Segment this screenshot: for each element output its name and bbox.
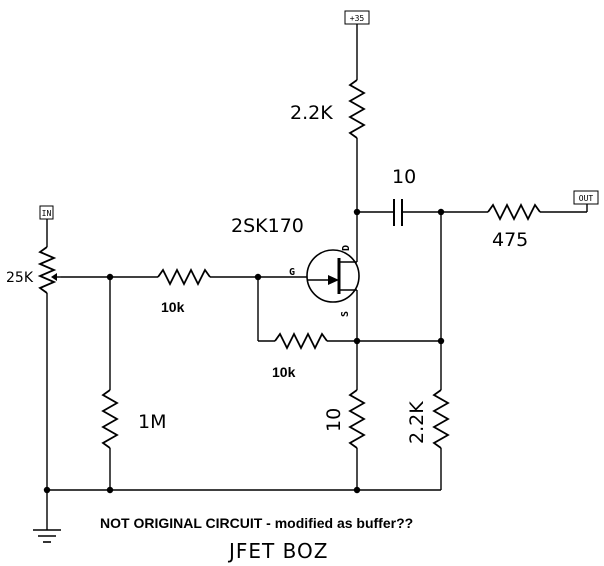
drain-resistor (348, 79, 366, 139)
output-resistor (487, 202, 541, 222)
gate-pin-label: G (289, 267, 295, 278)
feedback-resistor-label: 10k (272, 364, 296, 380)
jfet-label: 2SK170 (231, 215, 304, 237)
wiper-arrow-icon (51, 273, 57, 281)
bias-resistor (101, 389, 119, 449)
drain-resistor-label: 2.2K (290, 102, 333, 124)
supply-port: +35 (344, 10, 370, 25)
gate-resistor-label: 10k (161, 299, 185, 315)
source-pin-label: S (340, 311, 351, 317)
load-resistor-label: 2.2K (406, 401, 428, 444)
drain-pin-label: D (341, 245, 352, 251)
supply-label: +35 (350, 14, 365, 23)
ground-icon (33, 529, 61, 543)
potentiometer (37, 246, 57, 294)
output-port: OUT (573, 190, 599, 205)
potentiometer-label: 25K (6, 270, 34, 286)
output-capacitor (393, 199, 403, 226)
schematic-title: JFET BOZ (227, 539, 328, 563)
bias-resistor-label: 1M (138, 411, 166, 433)
output-resistor-label: 475 (492, 229, 528, 251)
input-port: IN (39, 205, 54, 220)
feedback-resistor (274, 331, 328, 351)
input-label: IN (42, 209, 52, 218)
load-resistor (432, 389, 450, 449)
output-label: OUT (579, 194, 594, 203)
capacitor-label: 10 (392, 166, 416, 188)
gate-resistor (157, 267, 211, 287)
jfet-transistor (306, 249, 360, 303)
source-resistor-label: 10 (323, 408, 345, 432)
source-resistor (348, 389, 366, 449)
circuit-note: NOT ORIGINAL CIRCUIT - modified as buffe… (100, 515, 413, 531)
junction-dots (43, 208, 445, 494)
